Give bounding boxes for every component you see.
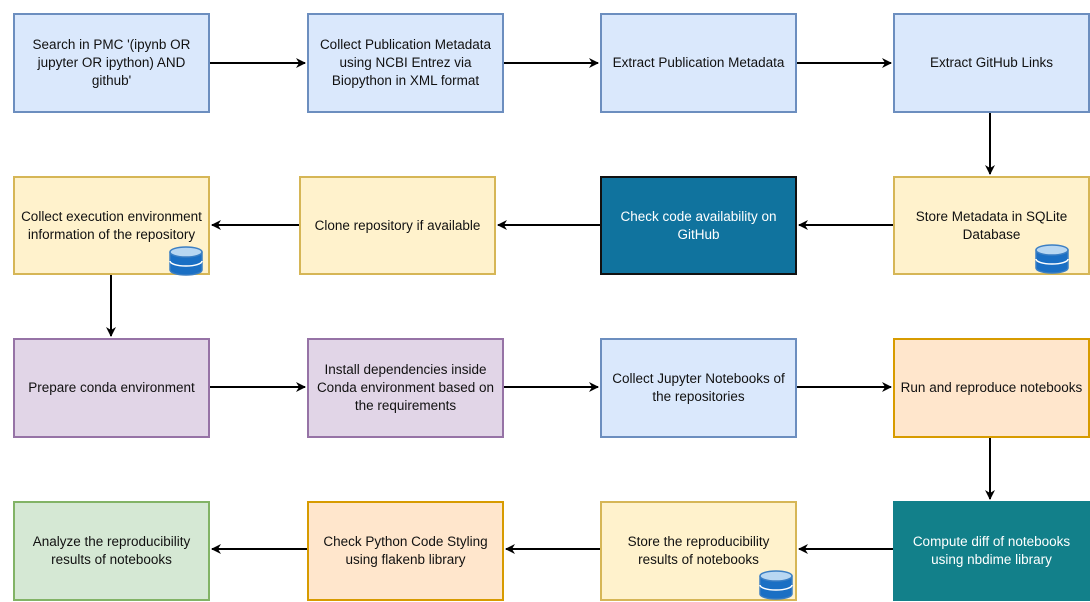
check-styling-node: Check Python Code Styling using flakenb … (307, 501, 504, 601)
analyze-results-label: Analyze the reproducibility results of n… (32, 534, 191, 567)
collect-notebooks-node: Collect Jupyter Notebooks of the reposit… (600, 338, 797, 438)
store-metadata-label: Store Metadata in SQLite Database (915, 208, 1068, 242)
collect-metadata-label: Collect Publication Metadata using NCBI … (319, 37, 492, 88)
collect-metadata-node: Collect Publication Metadata using NCBI … (307, 13, 504, 113)
check-styling-label: Check Python Code Styling using flakenb … (323, 534, 488, 567)
search-pmc-label: Search in PMC '(ipynb OR jupyter OR ipyt… (32, 37, 191, 88)
compute-diff-label: Compute diff of notebooks using nbdime l… (912, 534, 1071, 567)
collect-env-info-label: Collect execution environment informatio… (21, 208, 202, 242)
install-dependencies-node: Install dependencies inside Conda enviro… (307, 338, 504, 438)
database-icon (1035, 244, 1069, 274)
install-dependencies-label: Install dependencies inside Conda enviro… (316, 362, 495, 413)
check-code-availability-label: Check code availability on GitHub (620, 208, 777, 242)
extract-github-links-node: Extract GitHub Links (893, 13, 1090, 113)
extract-metadata-label: Extract Publication Metadata (612, 55, 785, 70)
check-code-availability-node: Check code availability on GitHub (600, 176, 797, 275)
analyze-results-node: Analyze the reproducibility results of n… (13, 501, 210, 601)
store-results-label: Store the reproducibility results of not… (627, 534, 770, 567)
prepare-conda-node: Prepare conda environment (13, 338, 210, 438)
collect-notebooks-label: Collect Jupyter Notebooks of the reposit… (612, 371, 785, 404)
database-icon (759, 570, 793, 600)
extract-metadata-node: Extract Publication Metadata (600, 13, 797, 113)
compute-diff-node: Compute diff of notebooks using nbdime l… (893, 501, 1090, 601)
clone-repository-label: Clone repository if available (314, 217, 481, 233)
extract-github-links-label: Extract GitHub Links (929, 55, 1054, 70)
prepare-conda-label: Prepare conda environment (28, 380, 195, 395)
clone-repository-node: Clone repository if available (299, 176, 496, 275)
database-icon (169, 246, 203, 276)
search-pmc-node: Search in PMC '(ipynb OR jupyter OR ipyt… (13, 13, 210, 113)
run-reproduce-label: Run and reproduce notebooks (900, 380, 1083, 395)
run-reproduce-node: Run and reproduce notebooks (893, 338, 1090, 438)
